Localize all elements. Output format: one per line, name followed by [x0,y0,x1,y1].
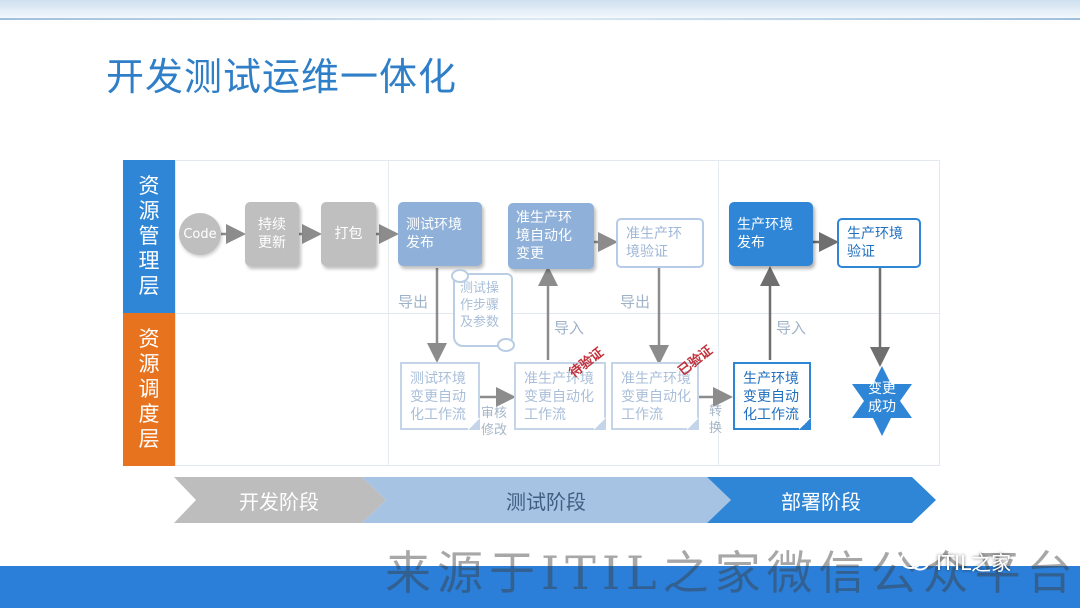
edge-label-import: 导入 [776,319,807,337]
edge-text: 转 [709,404,723,419]
doc-text: 变更自动 [743,389,799,405]
layer-char: 源 [138,199,160,223]
layer-char: 层 [138,274,160,298]
doc-text: 生产环境 [743,371,799,387]
edge-text: 修改 [481,423,508,438]
phase-divider [388,160,389,466]
layer-char: 资 [138,327,160,351]
phase-dev-chevron [174,477,386,523]
doc-text: 工作流 [524,407,566,423]
node-text: 发布 [737,235,765,251]
edge-label-import: 导入 [554,319,585,337]
edge-label-export: 导出 [398,293,429,311]
scheduling-lane [175,313,940,466]
edge-label-export: 导出 [620,293,651,311]
node-text: 生产环境 [847,226,903,242]
edge-text: 换 [709,421,723,436]
wechat-icon [900,551,929,571]
edge-text: 审核 [481,406,508,421]
code-node: Code [179,213,221,255]
preprod-auto-change-node: 准生产环 境自动化 变更 [508,203,594,269]
doc-text: 准生产环境 [524,371,594,387]
edge-label-convert: 转 换 [709,403,722,437]
scroll-text: 及参数 [460,315,500,330]
node-text: 测试环境 [406,217,462,233]
prod-workflow-doc: 生产环境 变更自动 化工作流 [733,362,811,430]
scroll-text: 作步骤 [460,298,500,313]
layer-char: 调 [138,377,160,401]
prod-release-node: 生产环境 发布 [729,202,813,266]
change-success-star-icon [852,366,912,436]
layer-char: 资 [138,174,160,198]
prod-verify-node: 生产环境 验证 [837,218,921,268]
test-env-release-node: 测试环境 发布 [398,202,482,266]
page-title: 开发测试运维一体化 [106,55,458,99]
doc-text: 化工作流 [410,407,466,423]
doc-text: 变更自动化 [524,389,594,405]
preprod-verify-node: 准生产环 境验证 [616,218,704,268]
phase-test-chevron [362,477,731,523]
doc-text: 变更自动 [410,389,466,405]
preprod-workflow-verified-doc: 准生产环境 变更自动化 工作流 [611,362,699,430]
layer-char: 理 [138,249,160,273]
node-text: 准生产环 [516,210,572,226]
layer-char: 度 [138,402,160,426]
scroll-text: 测试操 [460,281,500,296]
node-text: 持续 [258,217,286,233]
node-text: 发布 [406,235,434,251]
star-text-line: 变更 [868,381,896,397]
node-text: 境自动化 [516,228,572,244]
watermark-badge-text: ITIL之家 [936,550,1012,575]
phase-dev-label: 开发阶段 [239,489,319,514]
phase-deploy-label: 部署阶段 [781,489,861,514]
doc-text: 工作流 [621,407,663,423]
bottom-decoration-band [0,566,1080,608]
watermark-badge: ITIL之家 [900,546,1011,576]
node-text: 验证 [847,244,875,260]
preprod-workflow-pending-doc: 准生产环境 变更自动化 工作流 [514,362,606,430]
layer-char: 层 [138,427,160,451]
layer-label-resource-management: 资 源 管 理 层 [123,160,175,313]
test-env-workflow-doc: 测试环境 变更自动 化工作流 [400,362,480,430]
star-text-line: 成功 [868,399,896,415]
edge-label-review-modify: 审核 修改 [481,405,507,439]
phase-deploy-chevron [707,477,936,523]
doc-text: 变更自动化 [621,389,691,405]
top-decoration-band [0,0,1080,22]
phase-test-label: 测试阶段 [506,489,586,514]
package-node: 打包 [321,202,376,266]
layer-char: 管 [138,224,160,248]
doc-text: 测试环境 [410,371,466,387]
node-text: 变更 [516,246,544,262]
node-text: 准生产环 [626,226,682,242]
node-text: 生产环境 [737,217,793,233]
doc-text: 化工作流 [743,407,799,423]
test-steps-scroll: 测试操 作步骤 及参数 [451,269,515,352]
layer-char: 源 [138,352,160,376]
phase-divider [718,160,719,466]
node-text: 更新 [258,235,286,251]
node-text: 境验证 [626,244,668,260]
watermark-text: 来源于ITIL之家微信公众平台 [385,546,1079,600]
layer-label-resource-scheduling: 资 源 调 度 层 [123,313,175,466]
doc-text: 准生产环境 [621,371,691,387]
continuous-update-node: 持续 更新 [245,202,299,266]
change-success-text: 变更 成功 [850,380,914,416]
